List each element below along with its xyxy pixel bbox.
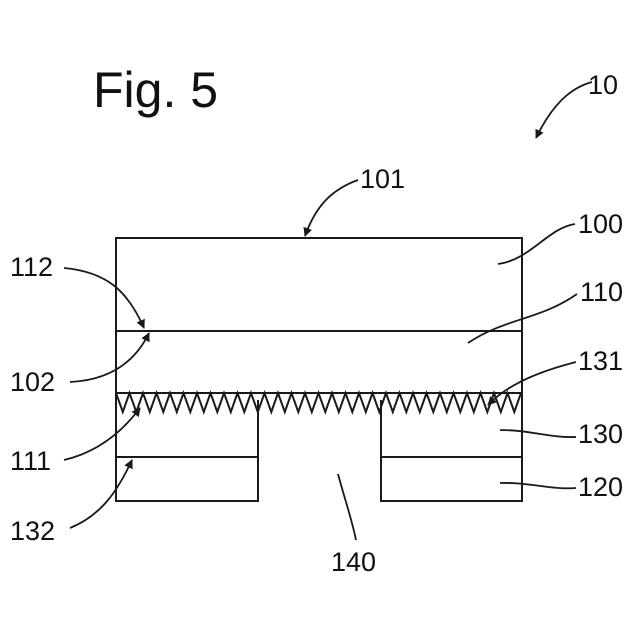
callout-device-arrow: [536, 82, 592, 138]
callout-gap-line: [338, 474, 356, 540]
callout-layer-right-upper-line: [500, 430, 576, 437]
callout-device: 10: [536, 70, 618, 138]
callout-layer-top: 100: [498, 209, 623, 264]
callout-interface-upper-arrow: [64, 268, 144, 328]
callout-textured-surface-arrow: [488, 362, 576, 405]
label-layer-right-upper: 130: [578, 419, 623, 449]
callout-interface-lower-arrow: [70, 333, 149, 382]
callout-layer-right-upper: 130: [500, 419, 623, 449]
callout-top-surface-arrow: [305, 180, 358, 236]
label-device: 10: [588, 70, 618, 100]
callout-layer-right-lower: 120: [500, 472, 623, 502]
label-top-surface: 101: [360, 164, 405, 194]
layer-middle-rect: [116, 331, 522, 393]
callout-top-surface: 101: [305, 164, 405, 236]
layer-top-rect: [116, 238, 522, 331]
label-layer-middle: 110: [580, 277, 623, 307]
label-layer-right-lower: 120: [578, 472, 623, 502]
label-gap: 140: [331, 547, 376, 577]
label-interface-lower: 102: [10, 367, 55, 397]
callout-zigzag-edge: 111: [10, 408, 140, 476]
figure-title: Fig. 5: [93, 62, 218, 118]
callout-gap: 140: [331, 474, 376, 577]
callout-lower-interface-arrow: [70, 460, 132, 528]
label-lower-interface: 132: [10, 516, 55, 546]
zigzag-interface: [116, 393, 521, 412]
callout-interface-upper: 112: [10, 252, 144, 328]
callout-layer-right-lower-line: [500, 483, 576, 488]
label-layer-top: 100: [578, 209, 623, 239]
callout-zigzag-edge-arrow: [64, 408, 140, 460]
callout-layer-top-line: [498, 224, 575, 264]
device-structure: [116, 238, 522, 501]
label-zigzag-edge: 111: [10, 446, 51, 476]
label-interface-upper: 112: [10, 252, 53, 282]
callout-layer-middle: 110: [468, 277, 623, 343]
callout-interface-lower: 102: [10, 333, 149, 397]
label-textured-surface: 131: [578, 346, 623, 376]
